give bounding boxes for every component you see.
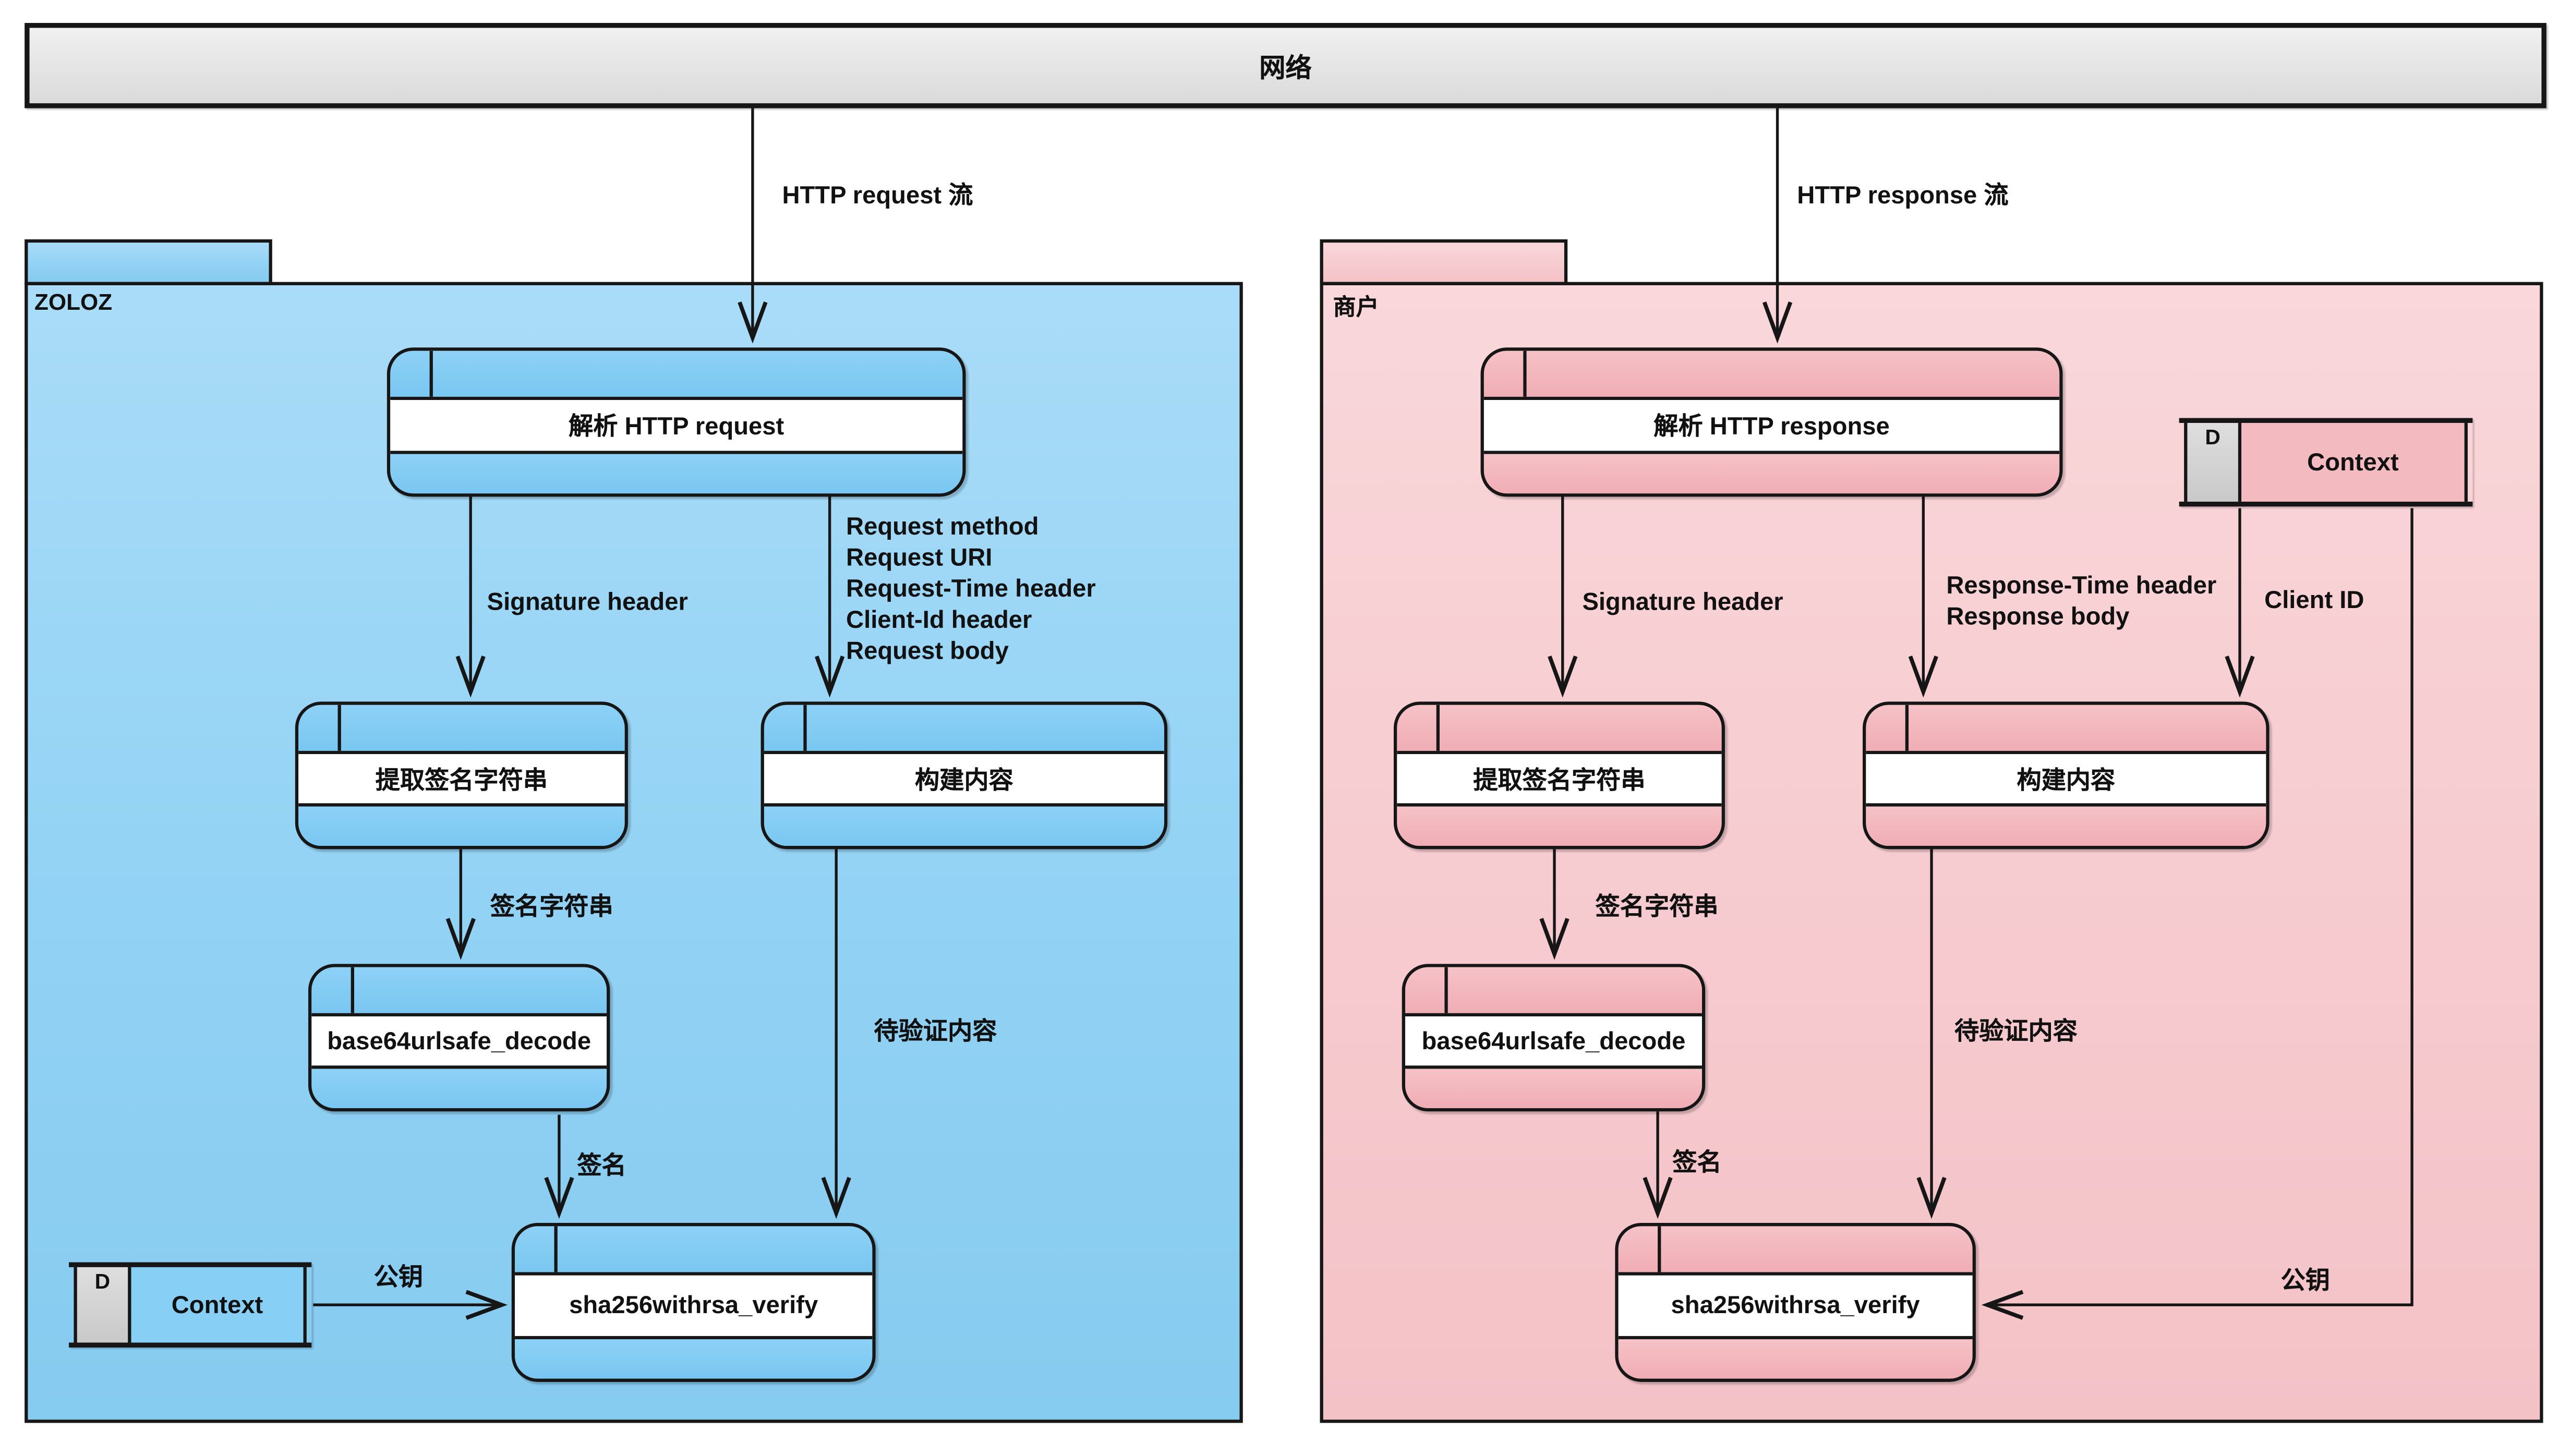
node-decode-label-blue: base64urlsafe_decode [327, 1027, 592, 1055]
node-build-content-pink: 构建内容 [1863, 701, 2270, 850]
label-request-parts: Request method Request URI Request-Time … [846, 513, 1096, 666]
node-parse-http-response-label: 解析 HTTP response [1653, 413, 1890, 441]
label-signature-header-blue: Signature header [487, 588, 688, 616]
node-verify-label-blue: sha256withrsa_verify [569, 1292, 818, 1320]
node-divider [803, 705, 807, 751]
network-bar-label: 网络 [1259, 55, 1312, 84]
label-public-key-pink: 公钥 [2280, 1267, 2330, 1295]
merchant-container-title: 商户 [1333, 293, 1379, 320]
node-extract-label-blue: 提取签名字符串 [375, 766, 548, 795]
node-parse-http-request: 解析 HTTP request [387, 347, 966, 497]
node-build-label-pink: 构建内容 [2017, 766, 2116, 795]
node-divider [429, 350, 433, 397]
label-response-parts: Response-Time header Response body [1946, 572, 2217, 632]
node-verify-label-pink: sha256withrsa_verify [1671, 1292, 1920, 1320]
node-build-content-blue: 构建内容 [761, 701, 1168, 850]
node-decode-label-pink: base64urlsafe_decode [1421, 1027, 1686, 1055]
context-datastore-blue: D Context [69, 1262, 312, 1348]
node-extract-signature-string-pink: 提取签名字符串 [1393, 701, 1725, 850]
node-divider [554, 1226, 558, 1272]
node-divider [1444, 967, 1448, 1013]
datastore-d-tab-blue: D [74, 1267, 131, 1343]
node-build-label-blue: 构建内容 [915, 766, 1013, 795]
label-signature-blue: 签名 [577, 1152, 626, 1181]
node-sha256-verify-pink: sha256withrsa_verify [1615, 1223, 1976, 1382]
node-parse-http-request-label: 解析 HTTP request [569, 413, 784, 441]
node-extract-label-pink: 提取签名字符串 [1473, 766, 1646, 795]
node-divider [1523, 350, 1527, 397]
node-sha256-verify-blue: sha256withrsa_verify [511, 1223, 876, 1382]
label-content-to-verify-pink: 待验证内容 [1954, 1018, 2078, 1046]
node-divider [1658, 1226, 1661, 1272]
label-signature-string-blue: 签名字符串 [490, 893, 613, 921]
zoloz-container-title: ZOLOZ [34, 288, 113, 315]
node-divider [351, 967, 354, 1013]
label-client-id: Client ID [2264, 587, 2364, 615]
node-base64-decode-blue: base64urlsafe_decode [308, 964, 610, 1112]
context-label-blue: Context [131, 1267, 307, 1343]
node-extract-signature-string-blue: 提取签名字符串 [295, 701, 628, 850]
label-signature-pink: 签名 [1672, 1149, 1722, 1178]
edge-context-to-verify-pink [1981, 508, 2413, 1320]
label-signature-string-pink: 签名字符串 [1595, 893, 1719, 921]
label-http-request-flow: HTTP request 流 [782, 181, 973, 210]
context-label-pink: Context [2241, 423, 2468, 502]
node-divider [337, 705, 341, 751]
context-datastore-pink: D Context [2179, 418, 2473, 507]
node-divider [1905, 705, 1909, 751]
datastore-d-tab-pink: D [2184, 423, 2242, 502]
network-bar: 网络 [25, 23, 2546, 108]
node-divider [1436, 705, 1440, 751]
label-public-key-blue: 公钥 [373, 1264, 424, 1292]
node-parse-http-response: 解析 HTTP response [1480, 347, 2063, 497]
label-http-response-flow: HTTP response 流 [1797, 181, 2009, 210]
label-content-to-verify-blue: 待验证内容 [874, 1018, 997, 1046]
node-base64-decode-pink: base64urlsafe_decode [1402, 964, 1706, 1112]
label-signature-header-pink: Signature header [1582, 588, 1783, 616]
